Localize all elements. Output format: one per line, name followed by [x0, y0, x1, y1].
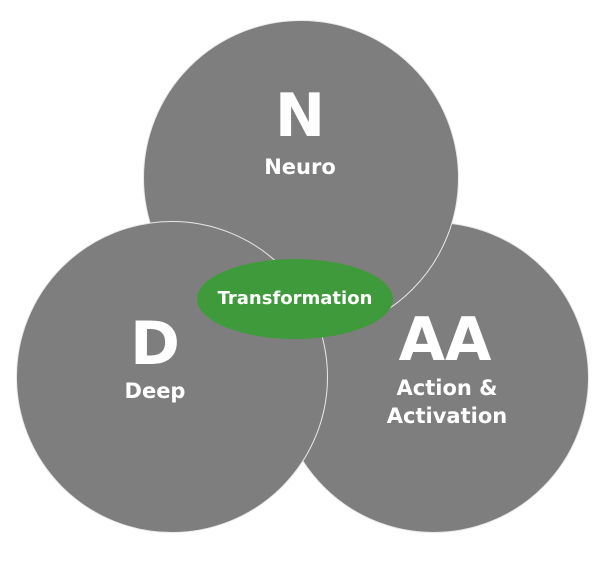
deep-label: Deep [124, 379, 186, 403]
action-activation-letters: AA [398, 305, 492, 375]
deep-letter: D [130, 309, 180, 379]
transformation-label: Transformation [217, 288, 373, 309]
neuro-letter: N [274, 81, 326, 151]
neuro-label: Neuro [264, 155, 336, 179]
transformation-ellipse: Transformation [197, 259, 393, 339]
action-label-line2: Activation [386, 404, 508, 428]
action-label-line1: Action & [396, 376, 498, 400]
